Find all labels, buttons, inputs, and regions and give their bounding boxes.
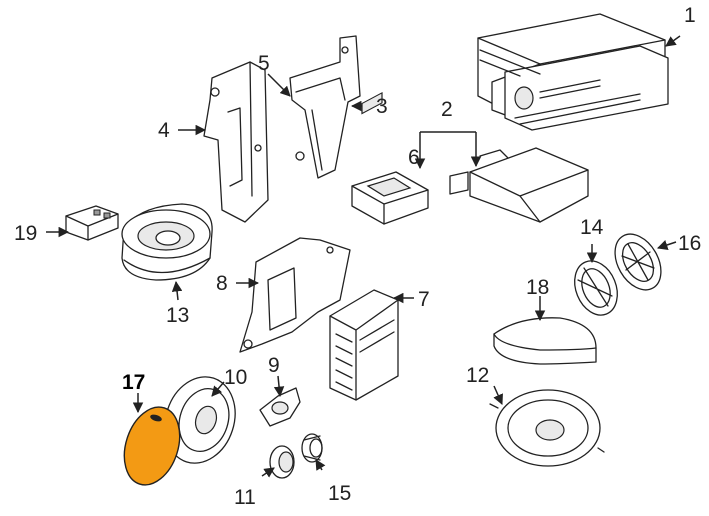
part-13-speaker-enclosure[interactable] <box>121 203 213 281</box>
callout-3: 3 <box>376 95 388 118</box>
callout-14: 14 <box>580 216 604 239</box>
part-4-bracket[interactable] <box>203 61 269 223</box>
part-12-speaker[interactable] <box>489 389 605 467</box>
callout-5: 5 <box>258 52 270 75</box>
part-15-tweeter-housing[interactable] <box>301 433 323 463</box>
part-7-amplifier-box[interactable] <box>329 91 399 401</box>
part-10-speaker[interactable] <box>154 368 246 473</box>
callout-12: 12 <box>466 364 489 387</box>
callout-7: 7 <box>418 288 430 311</box>
part-8-bracket[interactable] <box>239 237 351 353</box>
callout-9: 9 <box>268 354 280 377</box>
callout-4: 4 <box>158 119 170 142</box>
part-11-tweeter[interactable] <box>269 445 295 479</box>
callout-1: 1 <box>684 4 696 27</box>
part-14-speaker-ring[interactable] <box>567 255 625 322</box>
callout-17: 17 <box>122 371 145 394</box>
callout-6: 6 <box>408 146 420 169</box>
part-18-trim-panel[interactable] <box>493 317 597 365</box>
callout-15: 15 <box>328 482 351 505</box>
callout-11: 11 <box>234 486 256 509</box>
part-16-speaker-grille[interactable] <box>606 226 671 298</box>
callout-8: 8 <box>216 272 228 295</box>
callout-2: 2 <box>441 98 453 121</box>
callout-19: 19 <box>14 222 37 245</box>
callout-13: 13 <box>166 304 189 327</box>
part-19-connector[interactable] <box>65 205 119 241</box>
part-17-speaker-grille-highlighted[interactable] <box>115 400 189 492</box>
callout-18: 18 <box>526 276 549 299</box>
callout-16: 16 <box>678 232 701 255</box>
part-1-radio-head-unit[interactable] <box>477 0 669 131</box>
part-3-bracket[interactable] <box>289 35 361 179</box>
callout-10: 10 <box>224 366 247 389</box>
part-2-nav-module[interactable] <box>449 147 589 223</box>
part-6-amplifier[interactable] <box>351 171 429 225</box>
